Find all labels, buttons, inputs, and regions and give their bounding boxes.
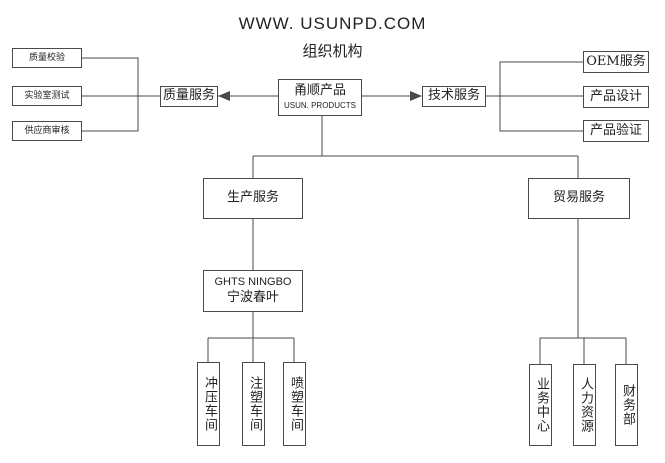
quality-item-inspection: 质量校验 [12,48,82,68]
production-service-node: 生产服务 [203,178,303,219]
tech-service-node: 技术服务 [422,86,486,107]
workshop-coating: 喷塑车间 [283,362,306,446]
tech-item-oem: OEM服务 [583,51,649,73]
website-title: WWW. USUNPD.COM [238,14,427,33]
quality-item-lab-test: 实验室测试 [12,86,82,106]
root-name-cn: 甬顺产品 [293,83,346,99]
department-finance: 财务部 [615,364,638,446]
quality-item-supplier-audit: 供应商审核 [12,121,82,141]
factory-node: GHTS NINGBO 宁波春叶 [203,270,303,312]
department-business-center: 业务中心 [529,364,552,446]
arrow-left-icon [218,91,230,101]
workshop-injection: 注塑车间 [242,362,265,446]
quality-service-node: 质量服务 [160,86,218,107]
root-name-en: USUN. PRODUCTS [283,101,356,111]
chart-subtitle: 组织机构 [302,42,363,60]
tech-item-design: 产品设计 [583,86,649,108]
factory-name-en: GHTS NINGBO [214,276,292,289]
root-node: 甬顺产品 USUN. PRODUCTS [278,79,362,116]
tech-item-verification: 产品验证 [583,120,649,142]
factory-name-cn: 宁波春叶 [226,289,279,305]
trade-service-node: 贸易服务 [528,178,630,219]
workshop-stamping: 冲压车间 [197,362,220,446]
arrow-right-icon [410,91,422,101]
department-hr: 人力资源 [573,364,596,446]
